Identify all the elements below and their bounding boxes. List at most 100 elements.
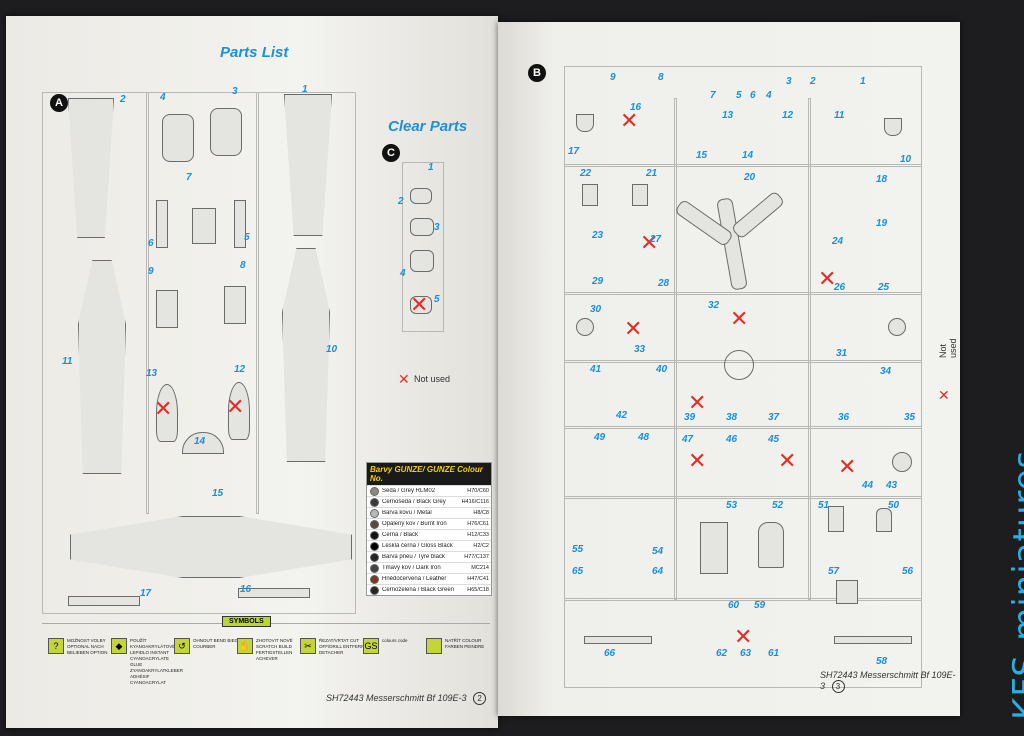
part-number: 5: [434, 294, 440, 305]
symbols-legend: SYMBOLS ?MOŽNOST VOLBY OPTIONAL NACH BEL…: [42, 616, 490, 686]
clear-part: [410, 188, 432, 204]
part-number: 53: [726, 500, 738, 511]
not-used-icon: ✕: [398, 371, 410, 387]
part-number: 46: [726, 434, 738, 445]
part-number: 44: [862, 480, 874, 491]
colour-name: Tmavý kov / Dark Iron: [382, 565, 441, 571]
symbol-icon: ✂: [300, 638, 316, 654]
not-used-label: Not used: [414, 374, 451, 384]
colour-table-header: Barvy GUNZE/ GUNZE Colour No.: [367, 463, 491, 485]
colour-name: Černozelená / Black Green: [382, 587, 455, 593]
part-small: [836, 580, 858, 604]
part-number: 11: [834, 110, 845, 121]
colour-name: Černošedá / Black Grey: [382, 499, 446, 505]
part-number: 4: [400, 268, 406, 279]
not-used-mark: ✕: [818, 266, 837, 291]
part-number: 55: [572, 544, 584, 555]
part-number: 4: [766, 90, 772, 101]
part-number: 21: [646, 168, 658, 179]
part-number: 2: [810, 76, 816, 87]
part-number: 14: [742, 150, 754, 161]
part-tail: [156, 384, 178, 442]
part-number: 17: [568, 146, 580, 157]
sprue-a-frame: [42, 92, 356, 614]
part-number: 7: [710, 90, 716, 101]
part-number: 23: [592, 230, 604, 241]
part-fuselage-half: [78, 260, 126, 474]
part-number: 2: [398, 196, 404, 207]
part-number: 54: [652, 546, 664, 557]
part-number: 52: [772, 500, 784, 511]
part-number: 37: [768, 412, 780, 423]
colour-code: H12/C33: [467, 532, 489, 538]
sprue-a-marker: A: [50, 94, 68, 112]
part-number: 62: [716, 648, 728, 659]
part-small: [234, 200, 246, 248]
part-number: 15: [212, 488, 224, 499]
part-small: [876, 508, 892, 532]
part-strip: [834, 636, 912, 644]
part-number: 12: [782, 110, 794, 121]
sprue-b-divider: [564, 164, 922, 167]
colour-name: Opálený kov / Burnt Iron: [382, 521, 447, 527]
part-number: 24: [832, 236, 844, 247]
symbol-item: ✂ŘEZAT/VRTAT CUT OFF/DRILL ENTFERNEN DET…: [300, 638, 371, 656]
colour-name: Šedá / Grey RLM02: [382, 488, 436, 494]
part-small: [192, 208, 216, 244]
sprue-b-divider: [808, 98, 811, 600]
not-used-mark: ✕: [730, 306, 749, 331]
part-number: 48: [638, 432, 650, 443]
part-number: 10: [326, 344, 338, 355]
part-small: [582, 184, 598, 206]
colour-swatch: [370, 563, 379, 573]
colour-swatch: [370, 574, 379, 584]
symbol-icon: ◆: [111, 638, 127, 654]
part-number: 56: [902, 566, 914, 577]
right-footer: SH72443 Messerschmitt Bf 109E-3 3: [820, 670, 960, 693]
colour-name: Barva pneu / Tyre black: [382, 554, 445, 560]
clear-part: [410, 296, 432, 314]
part-number: 20: [744, 172, 756, 183]
colour-code: MC214: [471, 565, 489, 571]
symbol-icon: ?: [48, 638, 64, 654]
part-number: 40: [656, 364, 668, 375]
part-number: 29: [592, 276, 604, 287]
right-footer-text: SH72443 Messerschmitt Bf 109E-3: [820, 670, 956, 691]
colour-swatch: [370, 497, 379, 507]
part-cockpit: [758, 522, 784, 568]
colour-swatch: [370, 541, 379, 551]
colour-table: Barvy GUNZE/ GUNZE Colour No. Šedá / Gre…: [366, 462, 492, 596]
part-small: [576, 114, 594, 132]
colour-code: H76/C61: [467, 521, 489, 527]
part-number: 4: [160, 92, 166, 103]
not-used-icon-b: ✕: [938, 387, 950, 403]
part-number: 59: [754, 600, 766, 611]
symbol-text: MOŽNOST VOLBY OPTIONAL NACH BELIEBEN OPT…: [67, 638, 108, 655]
part-number: 1: [860, 76, 866, 87]
part-number: 6: [148, 238, 154, 249]
not-used-mark: ✕: [688, 390, 707, 415]
colour-code: H8/C8: [473, 510, 489, 516]
colour-name: Hnědočervená / Leather: [382, 576, 447, 582]
part-flap: [238, 588, 310, 598]
part-small: [884, 118, 902, 136]
part-number: 14: [194, 436, 206, 447]
part-number: 43: [886, 480, 898, 491]
part-number: 27: [650, 234, 662, 245]
sprue-b-divider: [564, 598, 922, 601]
not-used-mark: ✕: [226, 394, 245, 419]
part-fuselage-half: [282, 248, 330, 462]
sprue-c-marker: C: [382, 144, 400, 162]
symbol-item: ✋ZHOTOVIT NOVÉ SCRATCH BUILD FERTIGSTELL…: [237, 638, 308, 662]
not-used-mark: ✕: [838, 454, 857, 479]
part-number: 51: [818, 500, 830, 511]
colour-row: Opálený kov / Burnt Iron H76/C61: [367, 518, 491, 529]
part-wheel: [892, 452, 912, 472]
part-number: 26: [834, 282, 846, 293]
symbol-icon: ✋: [237, 638, 253, 654]
